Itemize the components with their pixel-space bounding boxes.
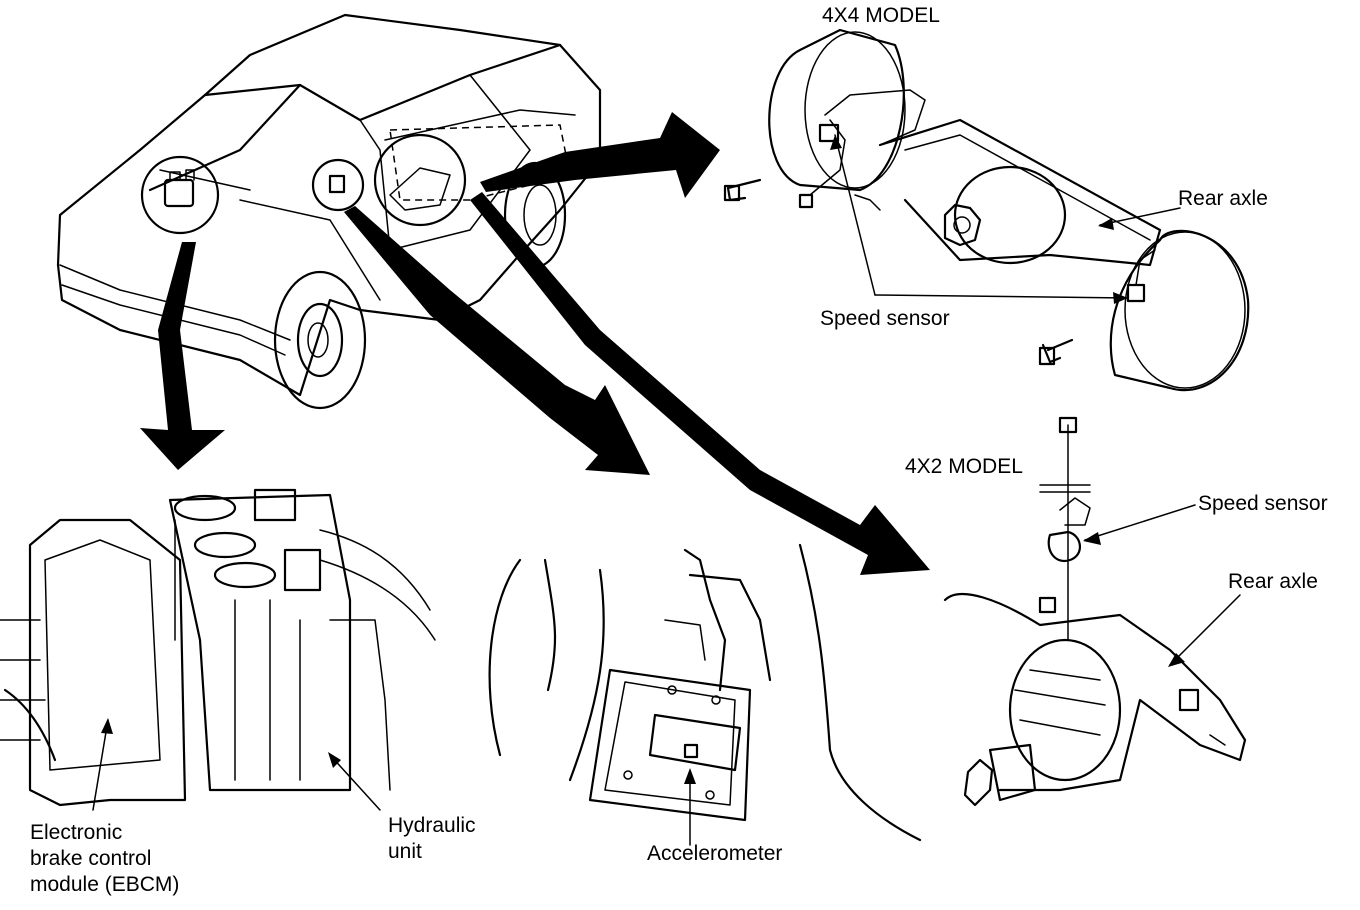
rear-axle-4x2-label: Rear axle <box>1228 570 1318 593</box>
rear-axle-4x4-label: Rear axle <box>1178 187 1268 210</box>
ebcm-label-line-3: module (EBCM) <box>30 873 180 896</box>
hydraulic-unit-label: Hydraulic unit <box>388 813 476 865</box>
ebcm-hydraulic-illustration <box>0 488 436 811</box>
rear-axle-4x4-illustration <box>723 28 1250 392</box>
ebcm-label-line-2: brake control <box>30 847 152 870</box>
hydraulic-label-line-2: unit <box>388 840 422 863</box>
model-4x2-label: 4X2 MODEL <box>905 455 1023 478</box>
accelerometer-label: Accelerometer <box>647 842 783 865</box>
callout-arrows <box>140 112 930 575</box>
ebcm-label-line-1: Electronic <box>30 821 123 844</box>
model-4x4-label: 4X4 MODEL <box>822 4 940 27</box>
rear-axle-4x2-illustration <box>943 416 1247 807</box>
accelerometer-illustration <box>488 543 922 846</box>
speed-sensor-4x4-label: Speed sensor <box>820 307 950 330</box>
hydraulic-label-line-1: Hydraulic <box>388 814 476 837</box>
speed-sensor-4x2-label: Speed sensor <box>1198 492 1328 515</box>
ebcm-label: Electronic brake control module (EBCM) <box>30 820 179 898</box>
